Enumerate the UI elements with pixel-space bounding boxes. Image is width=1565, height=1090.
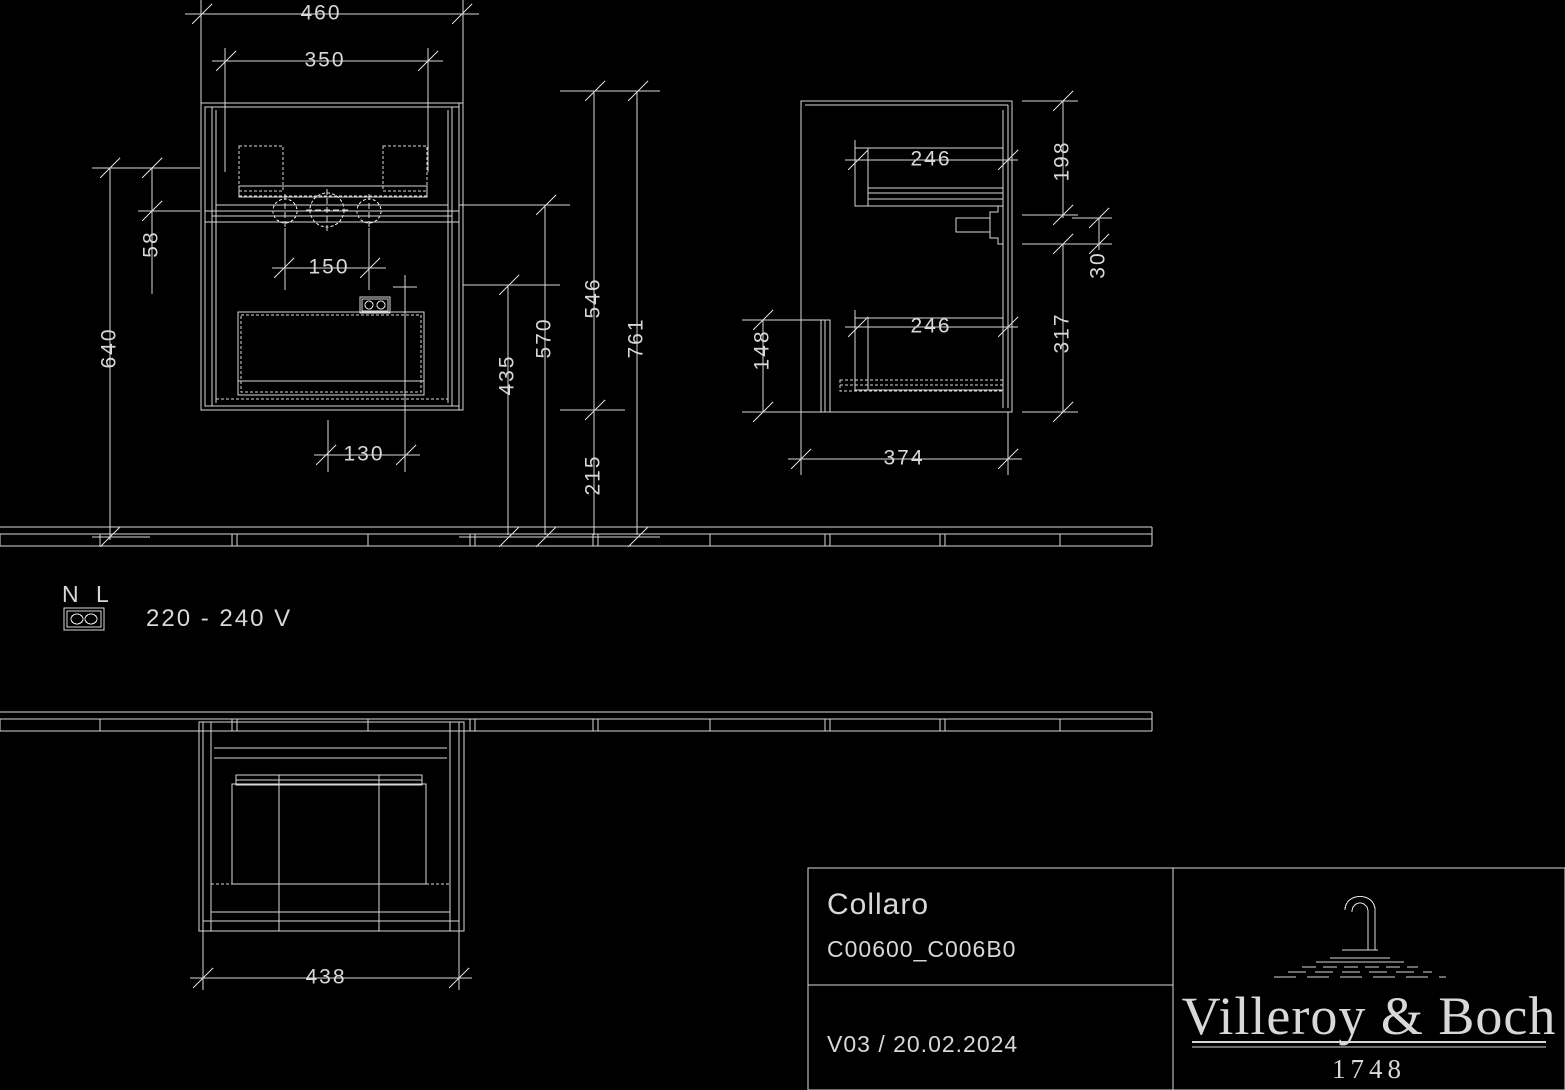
dim-front-width-460: 460 [300,2,341,25]
dim-front-150: 150 [308,256,349,279]
dim-side-246-bottom: 246 [910,315,951,338]
dim-side-374: 374 [883,447,924,470]
title-block-frame [807,867,1565,1090]
front-view-geometry [200,102,464,411]
dim-front-570: 570 [533,317,556,358]
dim-front-width-350: 350 [304,49,345,72]
dim-front-130: 130 [343,443,384,466]
dim-side-198: 198 [1051,140,1074,181]
brand-name-label: Villeroy & Boch [1182,986,1557,1046]
side-view-dimensions [742,90,1112,475]
dim-side-30: 30 [1087,251,1110,278]
dim-front-215: 215 [582,454,605,495]
socket-symbol-note [63,607,105,631]
side-view-geometry [800,100,1013,413]
terminal-n-label: N [62,581,80,607]
dim-side-148: 148 [751,329,774,370]
revision-date-label: V03 / 20.02.2024 [827,1031,1018,1057]
product-name-label: Collaro [827,888,929,921]
brand-year-label: 1748 [1332,1054,1406,1084]
dim-front-761: 761 [625,317,648,358]
dim-front-546: 546 [582,277,605,318]
dim-front-435: 435 [496,354,519,395]
bottom-view-geometry [198,721,465,932]
dim-bottom-438: 438 [305,966,346,989]
front-view-dimensions [92,0,660,548]
dim-side-246-top: 246 [910,148,951,171]
socket-symbol-front [359,296,391,314]
floor-reference-band-upper [0,526,1153,547]
floor-reference-band-lower [0,711,1153,732]
article-code-label: C00600_C006B0 [827,936,1016,962]
bottom-view-dimensions [190,931,472,990]
voltage-label: 220 - 240 V [146,605,292,632]
dim-front-640: 640 [98,327,121,368]
dim-front-58: 58 [140,230,163,257]
fountain-logo-icon [1274,896,1446,978]
terminal-l-label: L [96,581,110,607]
dim-side-317: 317 [1051,312,1074,353]
